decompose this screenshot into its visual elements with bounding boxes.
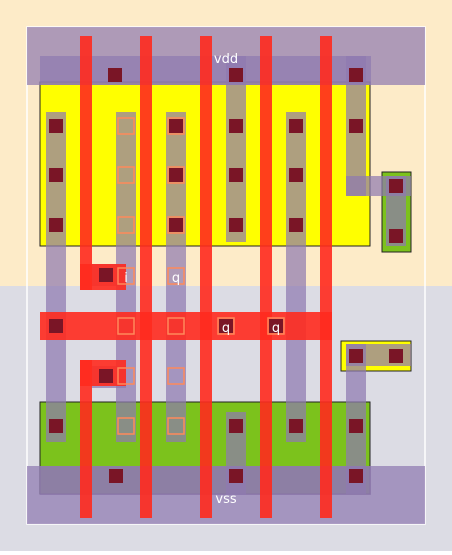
via	[117, 417, 135, 435]
contact	[349, 119, 363, 133]
contact	[169, 119, 183, 133]
contact	[289, 119, 303, 133]
via	[167, 317, 185, 335]
contact	[169, 168, 183, 182]
contact	[49, 419, 63, 433]
contact	[229, 68, 243, 82]
poly-gate-5	[320, 36, 332, 518]
poly-gate-1-lower	[80, 360, 92, 518]
via	[167, 367, 185, 385]
contact	[289, 168, 303, 182]
contact	[109, 469, 123, 483]
contact	[229, 168, 243, 182]
contact	[229, 119, 243, 133]
contact	[349, 349, 363, 363]
contact	[289, 218, 303, 232]
contact	[49, 319, 63, 333]
via	[167, 117, 185, 135]
poly-gate-2	[140, 36, 152, 518]
via	[167, 417, 185, 435]
contact	[389, 349, 403, 363]
contact	[349, 469, 363, 483]
label-vdd: vdd	[214, 52, 238, 67]
contact	[349, 68, 363, 82]
metal1-strap-1	[46, 112, 66, 442]
label-output-q-3: q	[272, 321, 280, 336]
label-input-i: i	[124, 271, 128, 286]
via	[167, 166, 185, 184]
metal1-strap-11	[386, 176, 406, 246]
via	[117, 267, 135, 285]
contact	[99, 268, 113, 282]
contact	[229, 419, 243, 433]
contact	[269, 319, 283, 333]
metal1-strap-3	[166, 112, 186, 442]
contact	[49, 168, 63, 182]
contact	[169, 218, 183, 232]
via	[117, 367, 135, 385]
contact	[389, 229, 403, 243]
via	[267, 317, 285, 335]
contact	[49, 119, 63, 133]
poly-crossbar	[40, 312, 332, 340]
contact	[108, 68, 122, 82]
metal1-strap-4	[226, 56, 246, 242]
label-output-q-2: q	[222, 321, 230, 336]
via	[117, 117, 135, 135]
via	[117, 166, 135, 184]
metal1-strap-6	[286, 112, 306, 442]
contact	[349, 419, 363, 433]
label-vss: vss	[215, 492, 236, 507]
poly-gate-4	[260, 36, 272, 518]
contact	[99, 369, 113, 383]
via	[167, 216, 185, 234]
contact	[49, 218, 63, 232]
contact	[229, 218, 243, 232]
via	[117, 317, 135, 335]
label-output-q-1: q	[172, 271, 180, 286]
contact	[229, 469, 243, 483]
contact	[389, 179, 403, 193]
contact	[289, 419, 303, 433]
contact	[219, 319, 233, 333]
via	[117, 216, 135, 234]
poly-gate-3	[200, 36, 212, 518]
via	[217, 317, 235, 335]
via	[167, 267, 185, 285]
poly-gate-1	[80, 36, 92, 290]
